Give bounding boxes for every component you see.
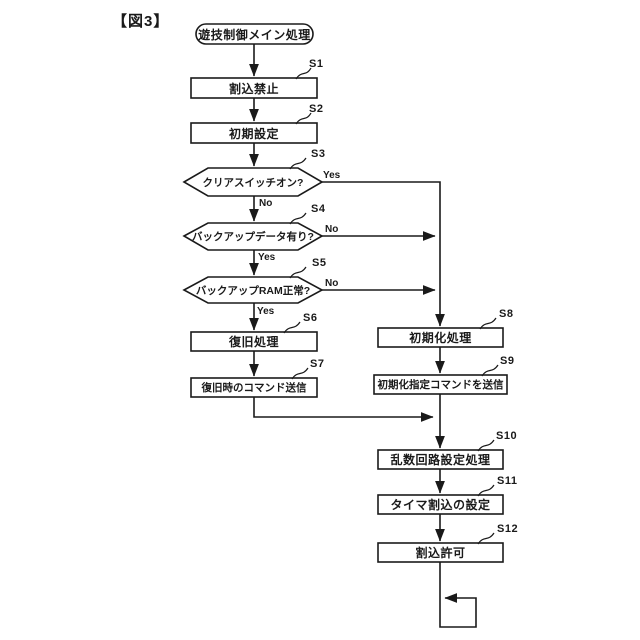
step-label-s1: S1 <box>309 58 324 70</box>
leader-s4 <box>289 212 307 225</box>
step-label-s2: S2 <box>309 103 324 115</box>
branch-label-s5-yes: Yes <box>257 306 275 317</box>
edge-s7-merge <box>253 397 434 422</box>
node-s2-label: 初期設定 <box>228 126 279 141</box>
node-s8-label: 初期化処理 <box>409 331 472 345</box>
leader-s1 <box>295 67 312 80</box>
leader-s3 <box>289 157 307 170</box>
edge-s3-yes-s8 <box>322 181 445 327</box>
node-s4-label: バックアップデータ有り? <box>192 231 314 243</box>
step-label-s10: S10 <box>496 430 518 442</box>
node-s9-label: 初期化指定コマンドを送信 <box>377 379 504 391</box>
branch-label-s5-no: No <box>325 278 339 289</box>
leader-s7 <box>291 367 309 380</box>
step-label-s11: S11 <box>497 475 518 487</box>
leader-s2 <box>295 112 312 125</box>
node-s10-label: 乱数回路設定処理 <box>390 453 491 467</box>
leader-s12 <box>477 532 495 545</box>
node-s12-label: 割込許可 <box>415 546 466 560</box>
step-label-s3: S3 <box>311 148 326 160</box>
leader-s5 <box>289 266 307 279</box>
leader-s9 <box>481 364 499 377</box>
node-s6-label: 復旧処理 <box>228 335 279 349</box>
branch-label-s3-no: No <box>259 198 273 209</box>
node-s1-label: 割込禁止 <box>228 81 279 96</box>
step-label-s9: S9 <box>500 355 515 367</box>
leader-s11 <box>477 484 495 497</box>
branch-label-s4-yes: Yes <box>258 252 276 263</box>
leader-s10 <box>477 439 495 452</box>
leader-s6 <box>283 321 301 334</box>
step-label-s12: S12 <box>497 523 519 535</box>
figure-number-label: 【図3】 <box>112 13 170 30</box>
branch-label-s3-yes: Yes <box>323 170 341 181</box>
terminal-start-label: 遊技制御メイン処理 <box>198 27 311 42</box>
node-s7-label: 復旧時のコマンド送信 <box>201 382 307 394</box>
edge-s12-loop <box>439 562 477 628</box>
node-s5-label: バックアップRAM正常? <box>195 284 311 297</box>
step-label-s6: S6 <box>303 312 318 324</box>
leader-s8 <box>479 317 497 330</box>
step-label-s4: S4 <box>311 203 326 215</box>
branch-label-s4-no: No <box>325 224 339 235</box>
step-label-s5: S5 <box>312 257 327 269</box>
node-s3-label: クリアスイッチオン? <box>202 176 304 189</box>
step-label-s8: S8 <box>499 308 514 320</box>
node-s11-label: タイマ割込の設定 <box>390 498 491 512</box>
step-label-s7: S7 <box>310 358 325 370</box>
